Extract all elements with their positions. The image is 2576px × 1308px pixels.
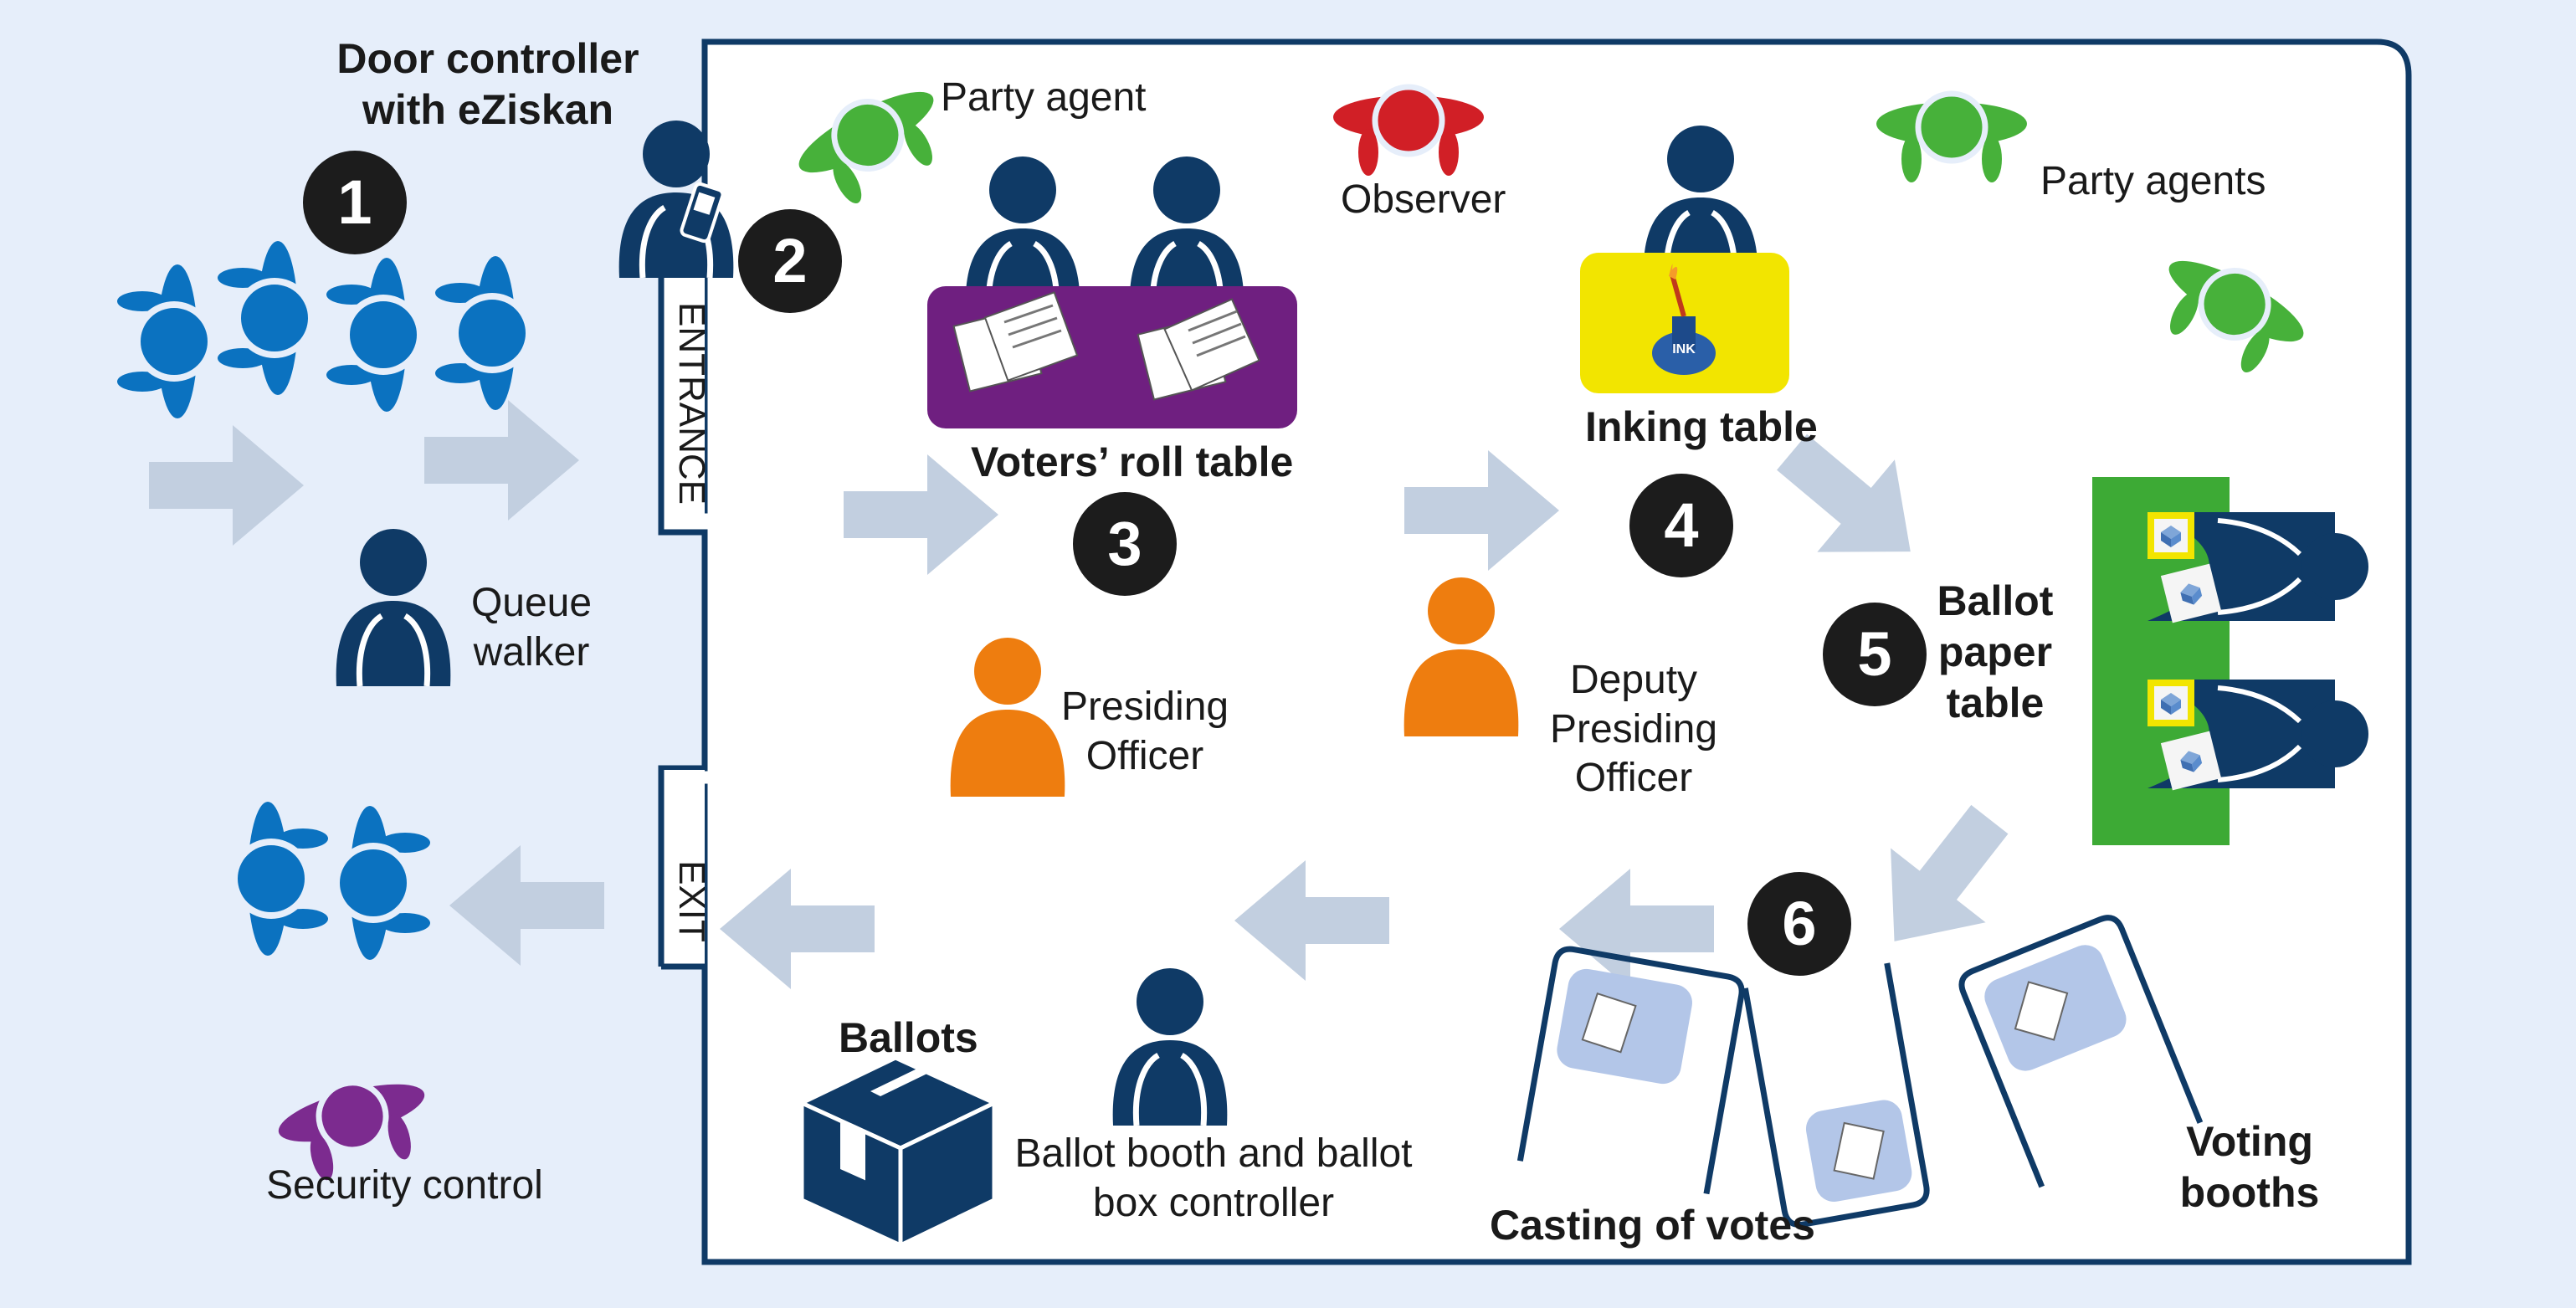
deputy-presiding-officer-figure <box>1403 577 1519 736</box>
queue-walker-label: Queue walker <box>470 581 593 675</box>
step-4-badge: 4 <box>1629 474 1733 577</box>
door-controller-label: Door controller with eZiskan <box>336 35 639 133</box>
door-controller-figure <box>619 121 734 278</box>
presiding-officer-figure <box>950 638 1065 797</box>
voting-booths-graphic <box>1516 915 2204 1228</box>
ballot-paper-table-graphic <box>2092 477 2368 845</box>
entrance-label: ENTRANCE <box>671 302 712 505</box>
step-6-badge: 6 <box>1747 872 1851 976</box>
exit-label: EXIT <box>671 860 712 942</box>
step-1-badge: 1 <box>303 151 407 254</box>
step-2-badge: 2 <box>738 209 842 313</box>
voting-booths-label: Voting booths <box>2179 1118 2320 1216</box>
ballot-booth-controller-label: Ballot booth and ballot box controller <box>1014 1131 1413 1225</box>
party-agent-label: Party agent <box>941 75 1147 120</box>
voters-roll-table-label: Voters’ roll table <box>971 439 1294 485</box>
exiting-voters <box>234 802 430 960</box>
observer-label: Observer <box>1341 177 1506 222</box>
ink-bottle-label: INK <box>1672 342 1696 356</box>
ballot-box-graphic <box>797 1055 999 1249</box>
step-5-badge: 5 <box>1823 603 1927 706</box>
presiding-officer-label: Presiding Officer <box>1061 685 1229 778</box>
ballots-label: Ballots <box>839 1014 978 1061</box>
step-3-badge: 3 <box>1073 492 1177 596</box>
voter-queue <box>117 241 529 418</box>
deputy-presiding-officer-label: Deputy Presiding Officer <box>1549 658 1718 801</box>
security-control-label: Security control <box>266 1163 543 1208</box>
inking-table-label: Inking table <box>1585 403 1818 450</box>
casting-of-votes-label: Casting of votes <box>1490 1202 1815 1249</box>
ballot-paper-table-label: Ballot paper table <box>1937 577 2054 726</box>
party-agents-label: Party agents <box>2040 159 2266 203</box>
voters-roll-table-graphic <box>927 156 1297 428</box>
inking-table-graphic <box>1580 126 1789 393</box>
queue-walker-figure <box>336 529 451 686</box>
